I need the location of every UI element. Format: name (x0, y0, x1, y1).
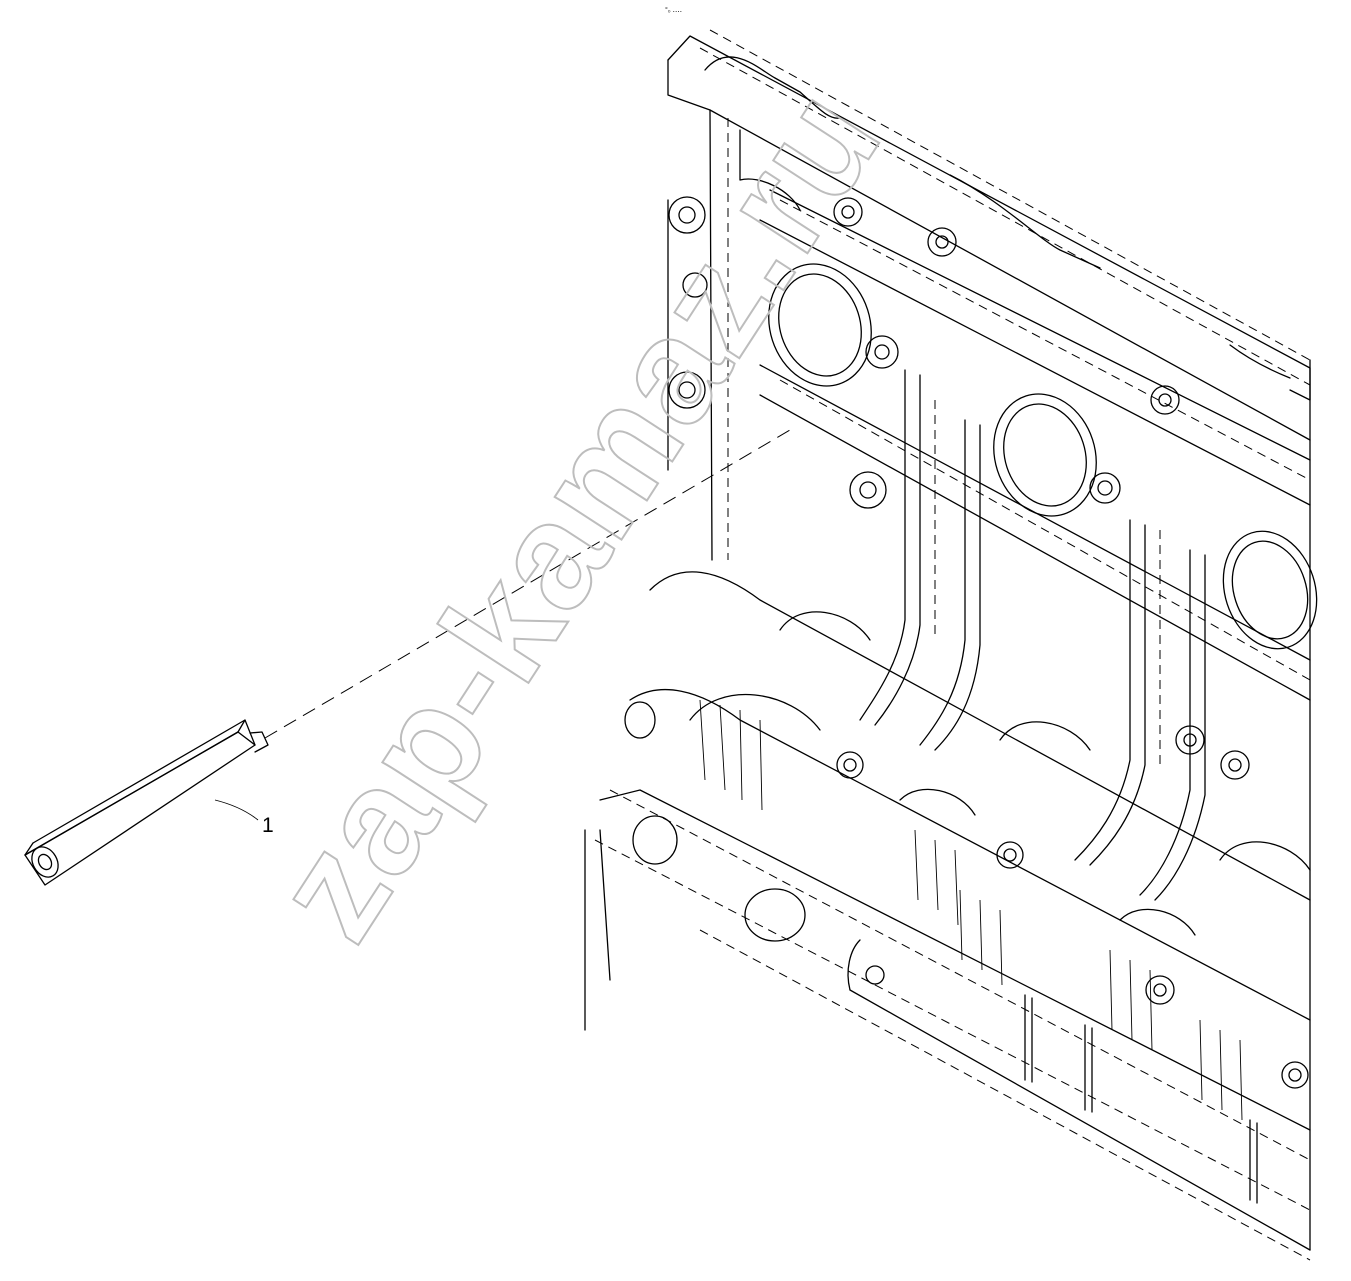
cylinder-bore (768, 263, 1318, 650)
assembly-axis (264, 429, 791, 739)
bulkhead-web (859, 369, 1206, 901)
svg-text:zap-kamaz.ru: zap-kamaz.ru (241, 59, 913, 968)
callout-label: 1 (262, 814, 274, 837)
callout-1: 1 (214, 799, 274, 837)
bolt-boss-rail (833, 197, 1309, 1089)
reference-code: °₀ ‥‥ (665, 6, 682, 14)
watermark: zap-kamaz.ru (240, 58, 914, 969)
skirt-stud (1024, 994, 1258, 1204)
crankcase-arch (624, 611, 1311, 942)
hex-spacer-part (24, 719, 269, 886)
engine-block (584, 29, 1318, 1261)
surface-detail (699, 699, 1243, 1121)
bolt-boss-left (668, 196, 708, 409)
